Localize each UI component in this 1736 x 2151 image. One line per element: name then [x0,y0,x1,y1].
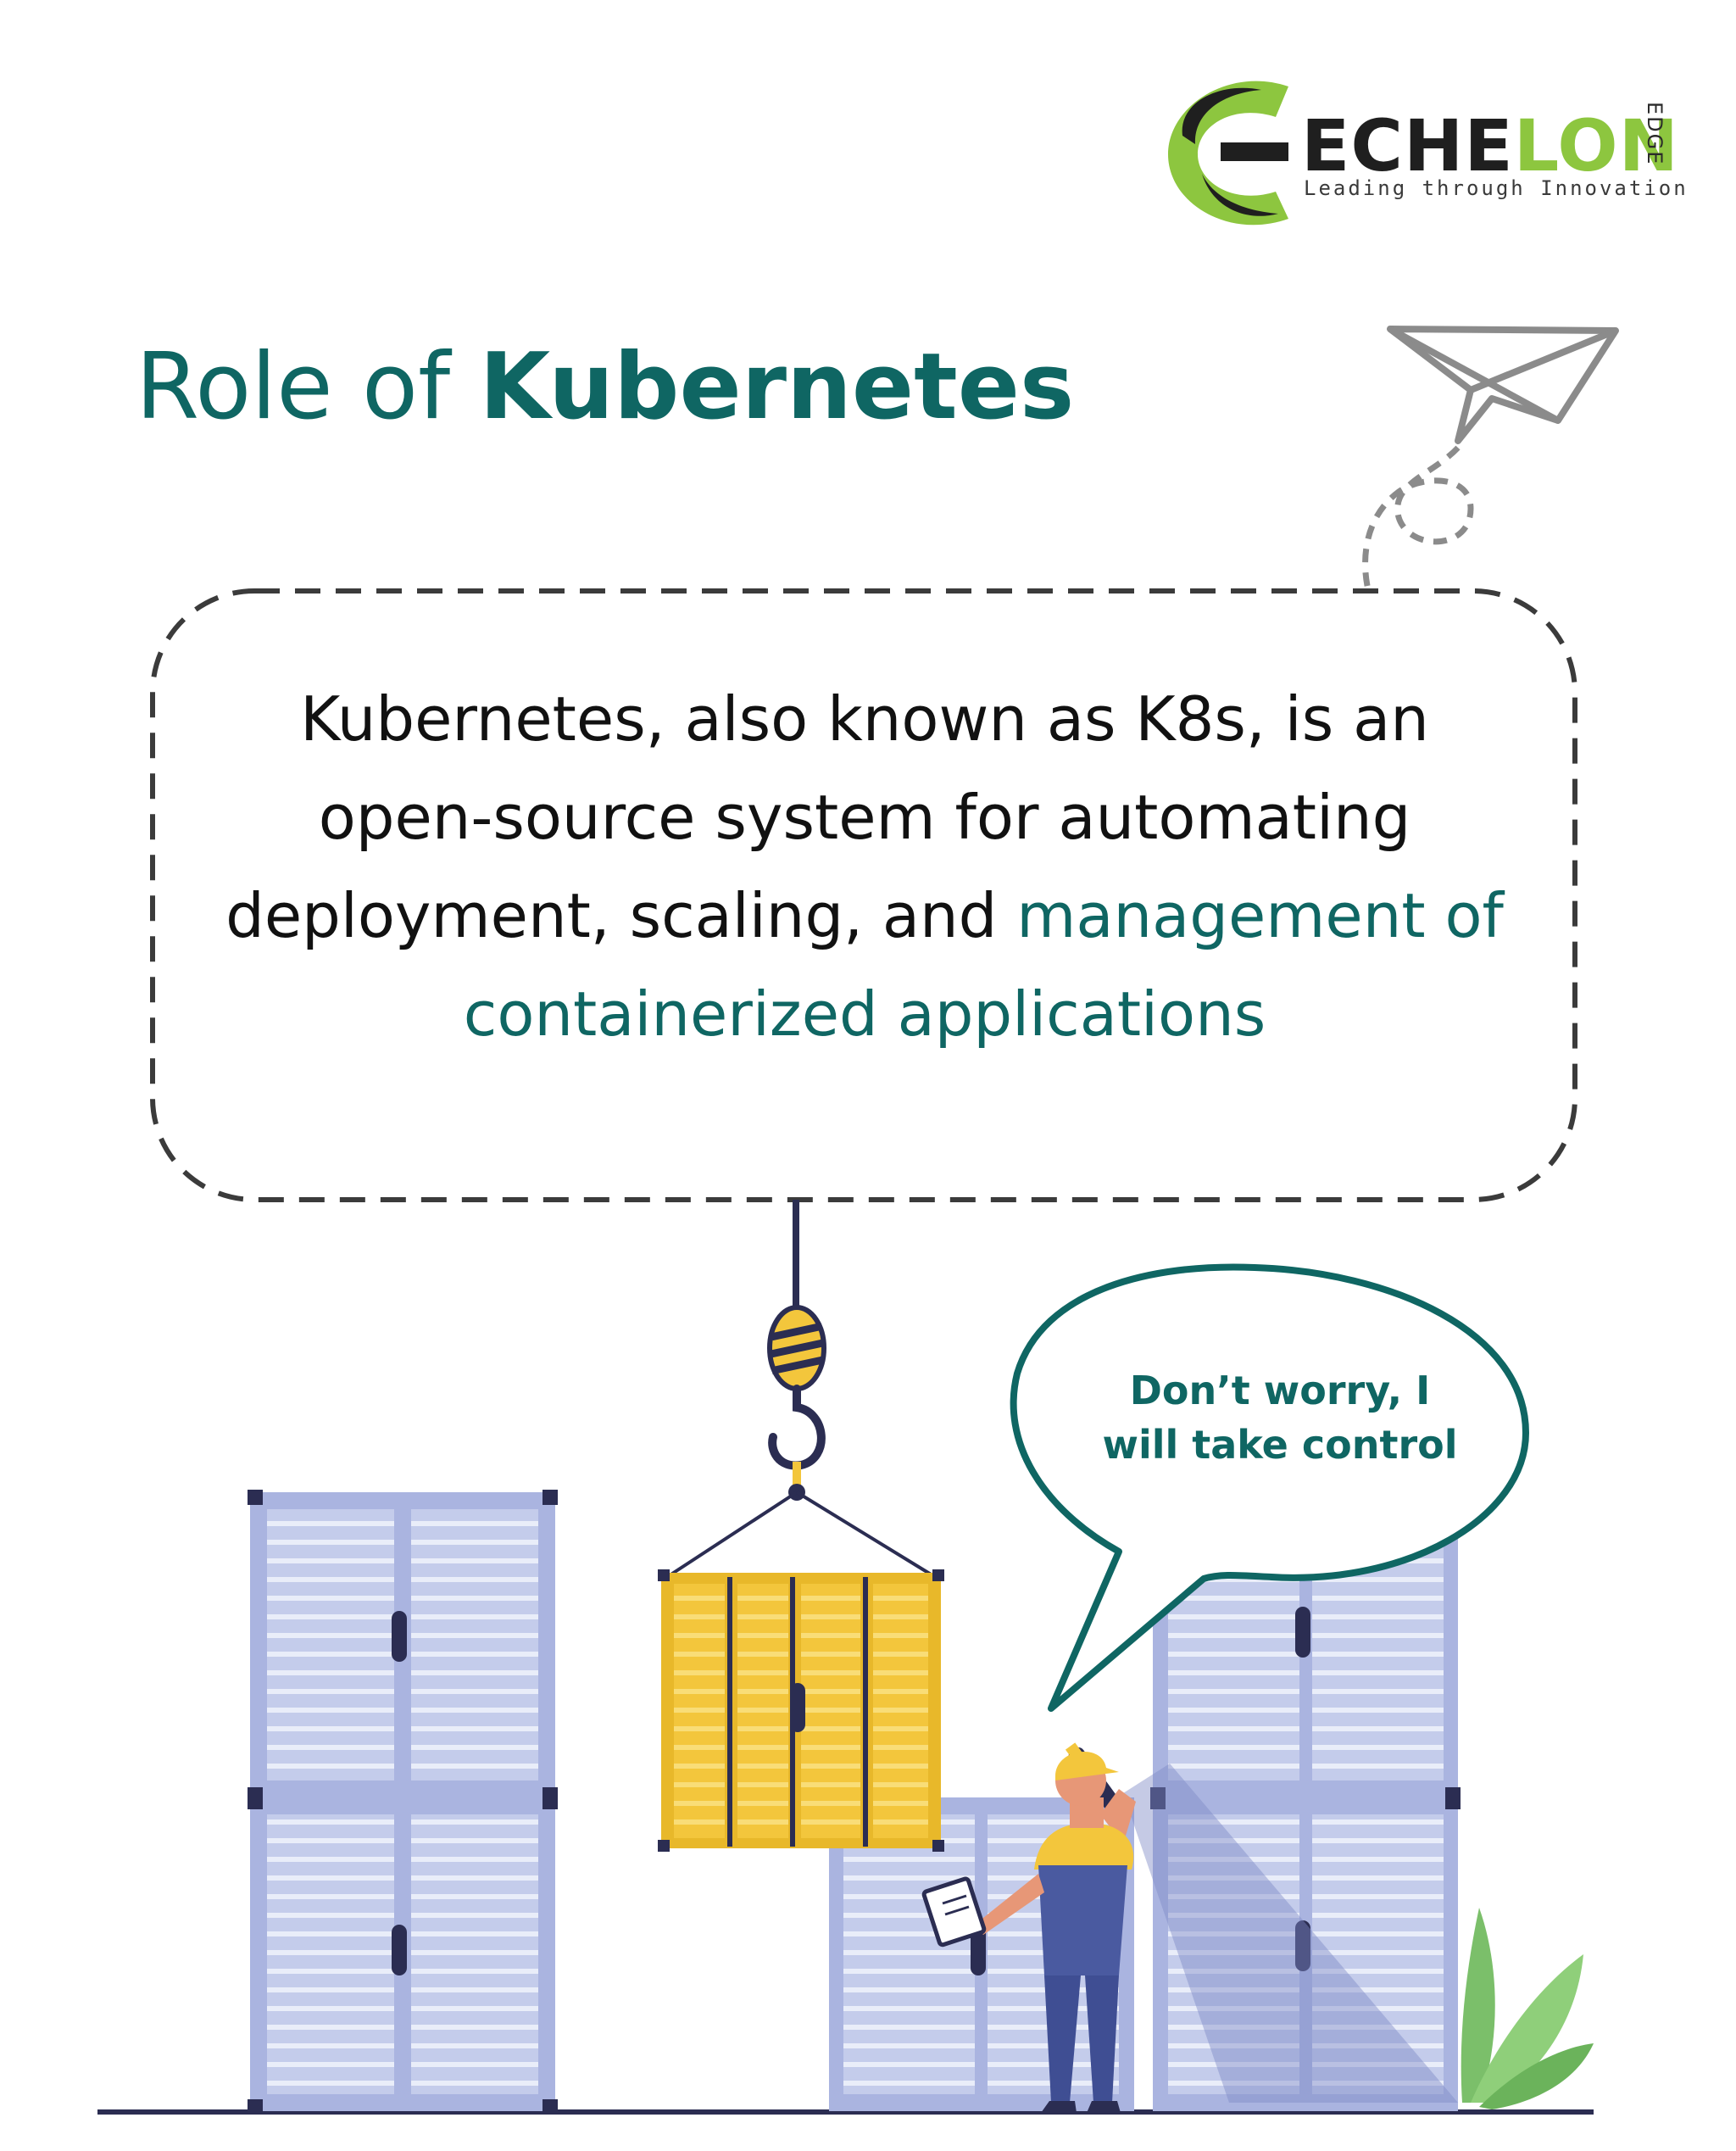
definition-line-3-highlight: management of [1016,880,1504,951]
title-prefix: Role of [136,334,480,440]
speech-bubble-text: Don’t worry, I will take control [1068,1363,1492,1472]
logo-brand-name: ECHELON [1301,110,1679,181]
speech-bubble-line-2: will take control [1102,1422,1458,1468]
logo-tagline: Leading through Innovation [1304,176,1689,200]
plane-trail [1362,445,1474,594]
page-title: Role of Kubernetes [136,337,1074,438]
crane-hook-icon [668,1200,934,1577]
definition-line-4: containerized applications [463,978,1266,1050]
logo-side-text: EDGE [1643,102,1666,166]
definition-text: Kubernetes, also known as K8s, is an ope… [161,670,1568,1063]
plant-icon [1461,1908,1594,2109]
light-beam [1123,1764,1458,2103]
definition-line-2: open-source system for automating [318,782,1411,853]
shipping-container-icon [658,1569,944,1852]
left-container-stack [248,1490,558,2113]
speech-bubble-line-1: Don’t worry, I [1129,1368,1431,1413]
echelon-edge-logo: ECHELON EDGE Leading through Innovation [1161,68,1686,237]
speech-bubble-shape [1010,1263,1529,1712]
logo-brand-part2: LON [1513,104,1679,187]
definition-line-3: deployment, scaling, and management of [161,867,1568,965]
paper-plane-icon [1387,326,1619,444]
ground-line [97,2109,1594,2115]
logo-brand-part1: ECHE [1301,104,1514,187]
definition-line-1: Kubernetes, also known as K8s, is an [300,683,1429,755]
worker-figure-icon [921,1742,1136,2113]
definition-line-3-plain: deployment, scaling, and [225,880,1017,951]
title-emphasis: Kubernetes [479,334,1075,440]
logo-mark-icon [1168,81,1288,226]
